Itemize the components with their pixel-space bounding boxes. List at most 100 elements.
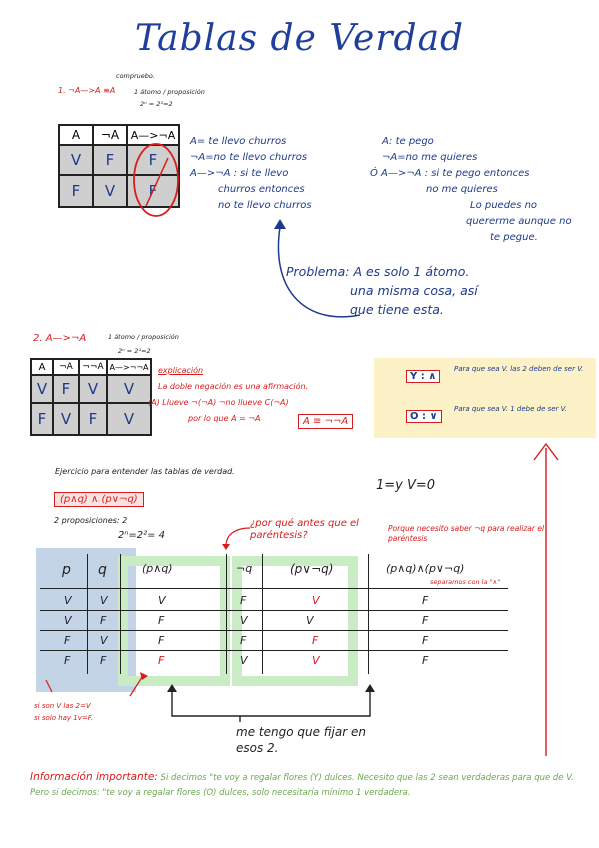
separamos-note: separamos con la "∧" [430,578,501,586]
explain-line: churros entonces [218,184,305,195]
explain-line: Ó A—>¬A : si te pego entonces [370,168,530,179]
t3-cell: V [100,634,108,647]
t2-header: A [30,358,54,376]
and-legend: Y : ∧ [406,364,441,383]
t3-cell: F [158,634,165,647]
explain-line: ¬A=no te llevo churros [190,152,308,163]
explain-line: A: te pego [382,136,434,147]
problema-line: Problema: A es solo 1 átomo. [286,264,470,279]
answer-note: Porque necesito saber ¬q para realizar e… [388,524,545,543]
t2-cell: V [52,402,80,436]
operator-legend: Y : ∧ Para que sea V. las 2 deben de ser… [374,358,596,438]
row-divider [40,650,508,651]
page-title: Tablas de Verdad [134,18,465,59]
explicacion-label: explicación [158,366,204,375]
explain-line: A= te llevo churros [190,136,287,147]
porq-highlight [232,556,358,686]
row-divider [40,610,508,611]
side-note: si son V las 2=V [34,702,91,710]
por-lo-que-line: por lo que A = ¬A [188,414,261,423]
pandq-highlight [118,556,230,686]
section2-heading: 2. A—>¬A [33,333,87,344]
t3-cell: V [312,654,320,667]
formula-note: 2ⁿ=2²= 4 [118,530,166,541]
t3-cell: F [422,634,429,647]
t2-header: A—>¬¬A [106,358,152,376]
t3-cell: F [64,634,71,647]
explain-line: ¬A=no me quieres [382,152,478,163]
truth-table-2: A ¬A ¬¬A A—>¬¬A V F V V F V F V [30,358,152,436]
t3-cell: F [312,634,319,647]
section2-result-box: A ≡ ¬¬A [298,414,354,429]
or-legend: O : ∨ [406,404,442,423]
explain-line: Lo puedes no [470,200,538,211]
info-block: Información importante: Si decimos "te v… [30,770,585,801]
red-up-arrow [533,442,559,756]
problema-line: que tiene esta. [350,302,444,317]
t1-header: ¬A [92,124,128,146]
section2-note-atomo: 1 átomo / proposición [108,333,179,341]
bracket-arrows [167,684,375,722]
truth-table-3: p q (p∧q) ¬q (p∨¬q) (p∧q)∧(p∨¬q) V V V F… [40,548,588,678]
t1-cell: F [92,144,128,176]
red-circle-annotation [133,143,179,217]
section1-heading: 1. ¬A—>A ≡A [58,86,116,95]
and-symbol: Y : ∧ [406,370,441,383]
t3-header-q: q [98,562,107,578]
t3-cell: V [306,614,314,627]
side-notes: si son V las 2=V si solo hay 1v=F. [34,700,93,724]
question-note: ¿por qué antes que el paréntesis? [250,518,359,541]
t3-cell: F [240,634,247,647]
fijar-line: esos 2. [236,741,279,755]
problema-line: una misma cosa, así [350,283,478,298]
t1-header: A [58,124,94,146]
row-divider [40,630,508,631]
t3-cell: V [158,594,166,607]
info-text: Si decimos "te voy a regalar flores (Y) … [30,773,574,798]
values-note: 1=y V=0 [376,478,436,493]
fijar-line: me tengo que fijar en [236,725,366,739]
section1-note-formula: 2ⁿ = 2¹=2 [140,100,173,108]
t3-cell: F [158,614,165,627]
explain-line: A—>¬A : si te llevo [190,168,289,179]
explain-line: quererme aunque no [466,216,572,227]
t3-cell: V [100,594,108,607]
col-divider [226,554,227,674]
t2-header: ¬A [52,358,80,376]
or-symbol: O : ∨ [406,410,442,423]
props-note: 2 proposiciones: 2 [54,516,128,525]
col-divider [262,554,263,674]
llueve-line: (A) Llueve ¬(¬A) ¬no llueve C(¬A) [148,398,289,407]
curved-arrow [274,219,361,318]
t3-header-notq: ¬q [236,562,253,575]
or-description: Para que sea V. 1 debe de ser V. [454,405,567,413]
t3-header-porq: (p∨¬q) [290,562,334,576]
and-description: Para que sea V. las 2 deben de ser V. [454,365,584,373]
t3-header-result: (p∧q)∧(p∨¬q) [386,562,465,575]
t3-header-pandq: (p∧q) [142,562,173,575]
t3-cell: V [64,614,72,627]
t3-cell: F [422,594,429,607]
t2-cell: V [106,402,152,436]
t2-cell: F [52,374,80,404]
section1-note-atomo: 1 átomo / proposición [134,88,205,96]
t1-cell: V [92,174,128,208]
t3-cell: V [64,594,72,607]
row-divider [40,588,508,589]
t2-cell: V [78,374,108,404]
expression-box: (p∧q) ∧ (p∨¬q) [54,492,144,507]
t3-cell: V [312,594,320,607]
problema-note: Problema: A es solo 1 átomo. una misma c… [286,262,478,319]
doble-negacion-note: La doble negación es una afirmación. [158,382,309,391]
t1-cell: F [58,174,94,208]
fijar-note: me tengo que fijar en esos 2. [236,724,366,756]
side-note: si solo hay 1v=F. [34,714,94,722]
t3-cell: F [158,654,165,667]
t3-cell: V [240,654,248,667]
t2-cell: V [106,374,152,404]
section1-note-compruebo: compruebo. [116,72,155,80]
t3-cell: F [240,594,247,607]
t2-cell: F [30,402,54,436]
explain-line: no me quieres [426,184,498,195]
explain-line: te pegue. [490,232,538,243]
